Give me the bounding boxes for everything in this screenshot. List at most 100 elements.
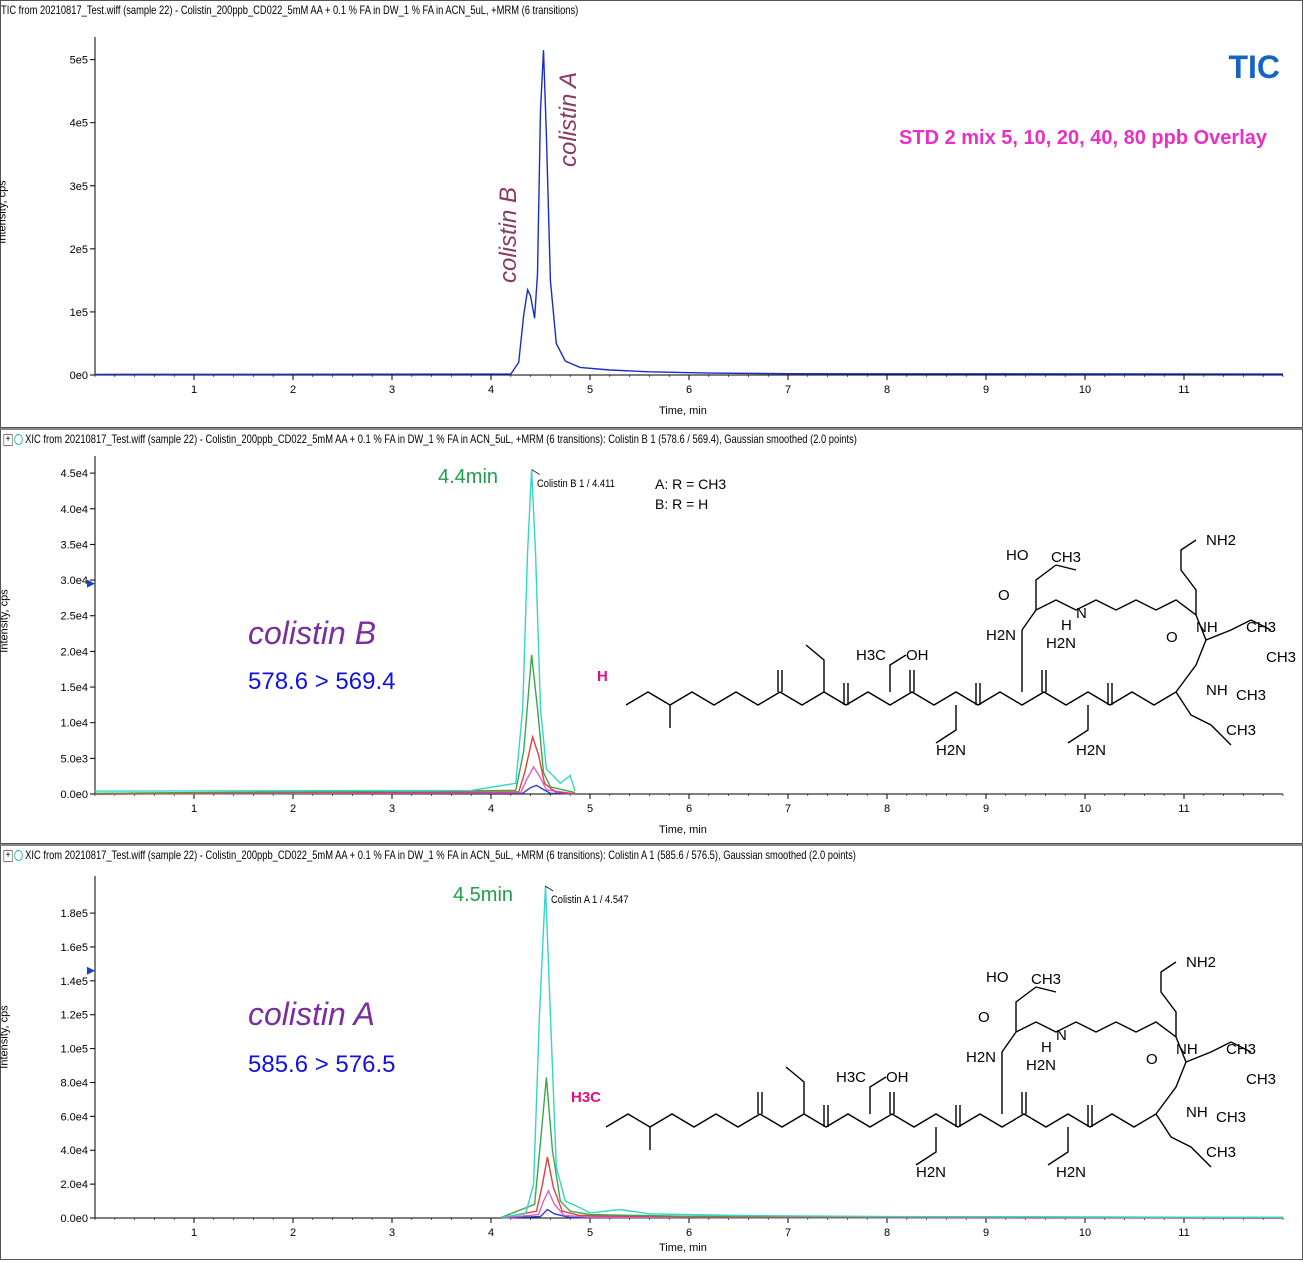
atom-label: NH [1176,1041,1198,1058]
atom-label: H2N [1026,1057,1056,1074]
arrow-marker-icon [87,966,95,975]
atom-label: H2N [936,742,966,759]
expand-button[interactable]: + [3,433,13,446]
trace-visibility-icon[interactable] [14,850,23,862]
atom-label: CH3 [1226,1041,1256,1058]
atom-label: H2N [1076,742,1106,759]
series-line [500,885,1284,1218]
y-tick-label: 6.0e4 [60,1111,88,1123]
atom-label: HO [986,969,1009,986]
atom-label: CH3 [1216,1109,1246,1126]
x-tick-label: 5 [587,1227,593,1239]
y-tick-label: 4.5e4 [60,468,88,480]
x-tick-label: 4 [488,1227,494,1239]
atom-label: NH2 [1206,532,1236,549]
legend-b: B: R = H [655,496,709,512]
xic-colistin-a-panel: +XIC from 20210817_Test.wiff (sample 22)… [0,844,1303,1260]
x-tick-label: 9 [983,1227,989,1239]
atom-label: HO [1006,547,1029,564]
atom-label: CH3 [1266,649,1296,666]
atom-label: H3C [856,647,886,664]
y-tick-label: 1.0e5 [60,1044,88,1056]
peak-annotation: Colistin A 1 / 4.547 [551,894,629,906]
y-tick-label: 2.0e4 [60,1179,88,1191]
y-tick-label: 1.0e4 [60,718,88,730]
x-tick-label: 7 [785,1227,791,1239]
y-tick-label: 2.5e4 [60,611,88,623]
x-tick-label: 11 [1178,384,1189,396]
x-tick-label: 6 [686,384,692,396]
atom-label: CH3 [1226,722,1256,739]
x-tick-label: 10 [1079,384,1091,396]
x-tick-label: 8 [884,1227,890,1239]
x-axis-label: Time, min [659,1242,707,1254]
x-tick-label: 6 [686,1227,692,1239]
y-tick-label: 0e0 [70,370,88,382]
y-tick-label: 5.0e3 [60,753,88,765]
x-tick-label: 3 [389,803,395,815]
series-line [500,1189,1284,1219]
atom-label: OH [906,647,929,664]
y-tick-label: 4.0e4 [60,1145,88,1157]
atom-label: CH3 [1246,1071,1276,1088]
xic-a-panel-title: +XIC from 20210817_Test.wiff (sample 22)… [1,847,856,863]
x-tick-label: 11 [1178,803,1189,815]
y-tick-label: 1.4e5 [60,976,88,988]
r-group-label: H3C [571,1089,602,1106]
series-line [500,1077,1284,1219]
y-tick-label: 0.0e0 [60,789,88,801]
atom-label: H2N [916,1164,946,1181]
atom-label: H2N [1056,1164,1086,1181]
x-tick-label: 3 [389,384,395,396]
y-tick-label: 4e5 [70,118,88,130]
x-axis-label: Time, min [659,405,707,417]
x-tick-label: 11 [1178,1227,1189,1239]
x-tick-label: 10 [1079,1227,1091,1239]
expand-button[interactable]: + [3,849,13,862]
tic-panel-title: TIC from 20210817_Test.wiff (sample 22) … [1,3,579,17]
x-tick-label: 5 [587,384,593,396]
y-tick-label: 1.5e4 [60,682,88,694]
x-tick-label: 4 [488,803,494,815]
atom-label: NH [1186,1104,1208,1121]
y-tick-label: 3.0e4 [60,575,88,587]
trace-visibility-icon[interactable] [14,434,23,446]
series-line [94,784,576,795]
atom-label: H2N [1046,635,1076,652]
x-tick-label: 8 [884,803,890,815]
atom-label: N [1076,605,1087,622]
atom-label: CH3 [1236,687,1266,704]
atom-label: CH3 [1206,1144,1236,1161]
series-line [94,469,576,792]
compound-name: colistin A [248,996,375,1032]
x-tick-label: 1 [191,1227,197,1239]
tic-panel: TIC from 20210817_Test.wiff (sample 22) … [0,0,1303,428]
y-tick-label: 1.6e5 [60,942,88,954]
atom-label: OH [886,1069,909,1086]
transition-label: 585.6 > 576.5 [248,1051,396,1078]
series-line [500,1156,1284,1219]
atom-label: NH [1196,619,1218,636]
x-tick-label: 8 [884,384,890,396]
xic-b-panel-title: +XIC from 20210817_Test.wiff (sample 22)… [1,431,857,447]
atom-label: H3C [836,1069,866,1086]
x-tick-label: 9 [983,384,989,396]
x-tick-label: 3 [389,1227,395,1239]
arrow-marker-icon [87,579,95,588]
series-line [94,50,1284,376]
atom-label: H [1061,617,1072,634]
y-tick-label: 2.0e4 [60,646,88,658]
x-tick-label: 9 [983,803,989,815]
series-line [94,654,576,794]
atom-label: H2N [986,627,1016,644]
tic-label: TIC [1228,49,1280,85]
y-tick-label: 3.5e4 [60,539,88,551]
atom-label: H [1041,1039,1052,1056]
overlay-subtitle: STD 2 mix 5, 10, 20, 40, 80 ppb Overlay [899,127,1267,149]
